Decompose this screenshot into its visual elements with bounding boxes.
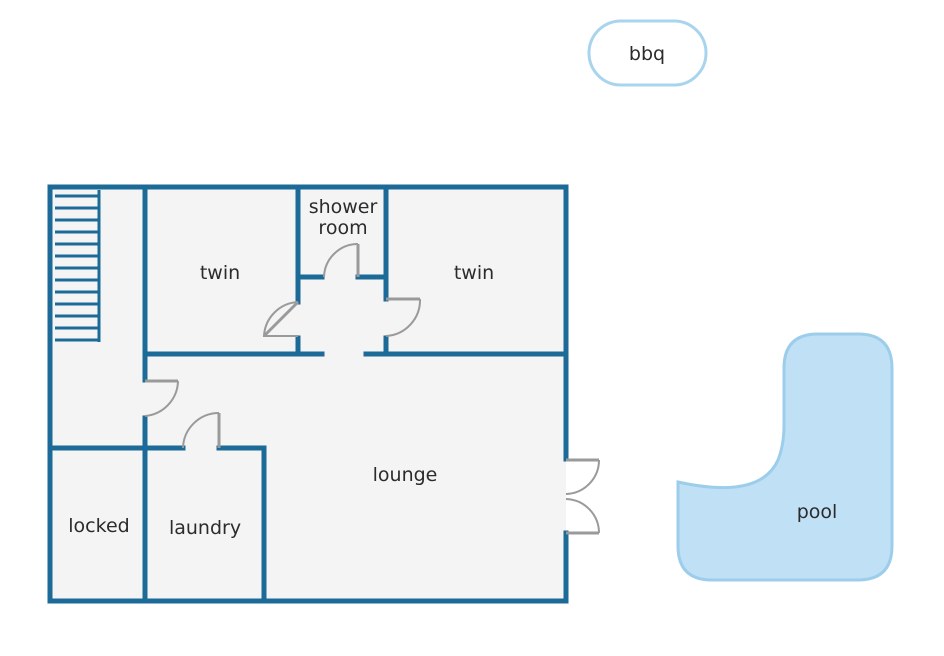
room-label-twin-left: twin	[200, 262, 240, 284]
bbq-label: bbq	[629, 43, 665, 65]
twin-left-door	[262, 300, 300, 338]
pool-area: pool	[676, 332, 894, 582]
walls	[47, 184, 569, 604]
laundry-door	[182, 412, 221, 449]
hall-door	[144, 379, 179, 417]
house-floor	[50, 187, 566, 601]
room-label-lounge: lounge	[373, 464, 438, 486]
pool-shape	[676, 332, 894, 582]
twin-right-door	[385, 297, 422, 337]
room-label-shower-line2: room	[318, 217, 367, 239]
room-label-laundry: laundry	[169, 517, 241, 539]
room-label-locked: locked	[68, 515, 129, 537]
shower-door	[323, 243, 360, 278]
lounge-double-door	[565, 458, 600, 535]
staircase	[55, 190, 101, 342]
pool-label: pool	[797, 501, 838, 523]
bbq-area: bbq	[587, 19, 708, 87]
bbq-outline	[587, 19, 708, 87]
room-label-shower-line1: shower	[309, 196, 378, 218]
doors	[144, 243, 600, 535]
room-label-twin-right: twin	[454, 262, 494, 284]
